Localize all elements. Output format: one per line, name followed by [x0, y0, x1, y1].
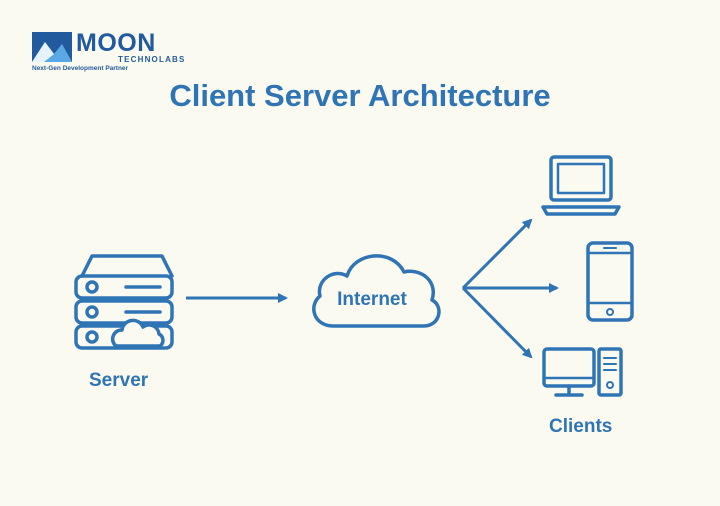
internet-to-laptop-arrow: [461, 218, 533, 290]
desktop-computer-icon: [542, 347, 623, 397]
logo-name: MOON: [76, 29, 156, 57]
internet-label: Internet: [337, 289, 407, 310]
brand-logo: MOON TECHNOLABS Next-Gen Development Par…: [32, 29, 184, 80]
internet-to-desktop-arrow: [461, 286, 533, 359]
moon-technolabs-logo-icon: [32, 32, 72, 62]
clients-label: Clients: [549, 416, 613, 437]
laptop-icon: [541, 155, 621, 216]
server-label: Server: [89, 370, 149, 391]
logo-subtitle: TECHNOLABS: [118, 55, 186, 64]
diagram-title: Client Server Architecture: [169, 78, 551, 113]
logo-tagline: Next-Gen Development Partner: [32, 65, 129, 72]
smartphone-icon: [586, 241, 634, 322]
cloud-icon: [312, 254, 441, 328]
server-rack-icon: [74, 254, 174, 350]
